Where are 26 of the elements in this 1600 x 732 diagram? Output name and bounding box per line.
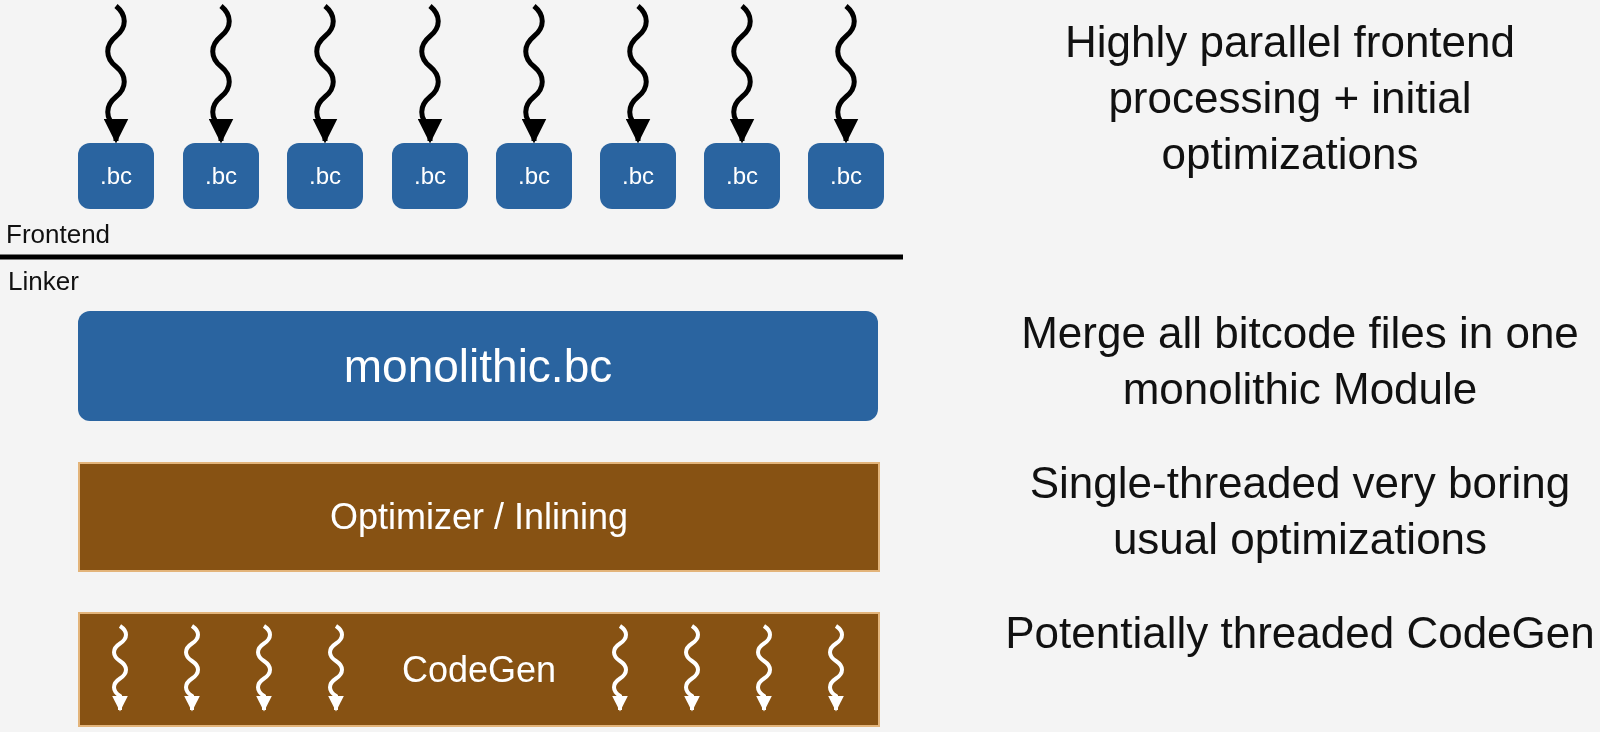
squiggly-arrow — [103, 4, 129, 144]
section-label: Linker — [8, 266, 79, 297]
bitcode-box: .bc — [392, 143, 468, 209]
description-text: Potentially threaded CodeGen — [1004, 607, 1596, 659]
squiggly-arrow — [729, 4, 755, 144]
squiggly-arrow — [208, 4, 234, 144]
bar-label: CodeGen — [401, 648, 557, 691]
description-text: Merge all bitcode files in one monolithic Module — [1020, 307, 1580, 415]
module-box: monolithic.bc — [78, 311, 878, 421]
section-label: Frontend — [6, 219, 111, 250]
bitcode-box: .bc — [183, 143, 259, 209]
bitcode-box: .bc — [78, 143, 154, 209]
squiggly-arrow — [417, 4, 443, 144]
bitcode-box: .bc — [496, 143, 572, 209]
squiggly-arrow — [833, 4, 859, 144]
squiggly-arrow — [521, 4, 547, 144]
bitcode-box: .bc — [704, 143, 780, 209]
description-text: Highly parallel frontend processing + initial optimizations — [1063, 16, 1516, 180]
bitcode-box: .bc — [287, 143, 363, 209]
squiggly-arrow — [312, 4, 338, 144]
description-text: Single-threaded very boring usual optimizations — [1028, 457, 1572, 565]
bitcode-box: .bc — [808, 143, 884, 209]
squiggly-arrow — [625, 4, 651, 144]
optimizer-bar: Optimizer / Inlining — [78, 462, 880, 572]
bitcode-box: .bc — [600, 143, 676, 209]
codegen-bar — [78, 612, 880, 727]
